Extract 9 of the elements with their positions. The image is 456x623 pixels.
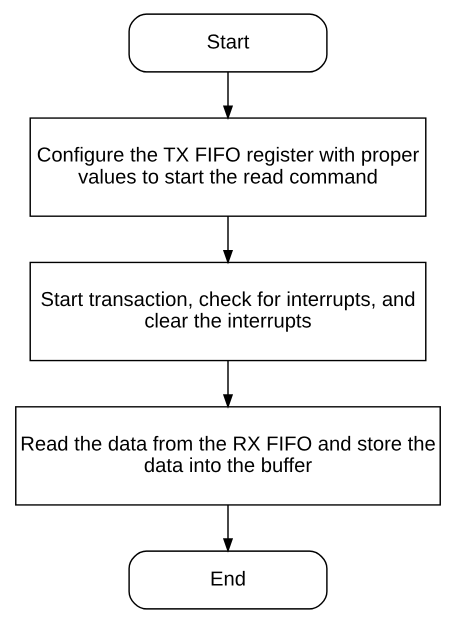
node-box: End [128,550,328,610]
arrow [222,360,234,409]
arrow [222,505,234,553]
node-box: Start transaction, check for interrupts, and clear the interrupts [29,262,427,362]
node-box: Configure the TX FIFO register with proper values to start the read command [29,117,427,217]
node-box: Read the data from the RX FIFO and store the data into the buffer [15,406,441,506]
arrow [222,72,234,120]
arrow [222,216,234,264]
node-box: Start [128,13,328,73]
